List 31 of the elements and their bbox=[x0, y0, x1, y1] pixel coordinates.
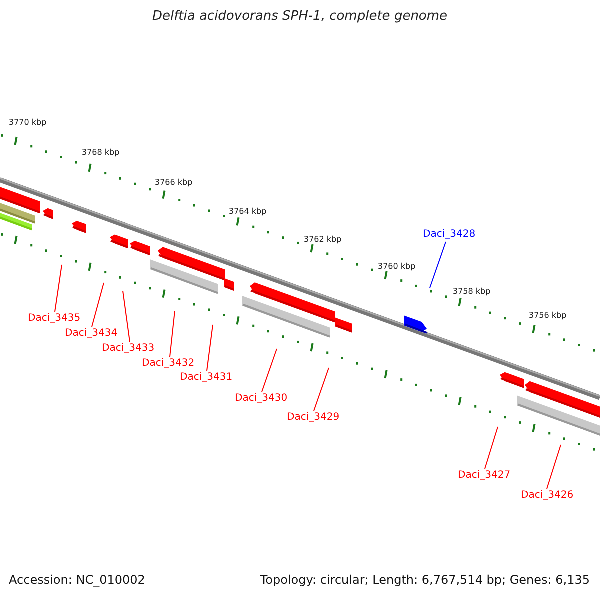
genome-summary-text: Topology: circular; Length: 6,767,514 bp; Genes: 6,135 bbox=[260, 573, 590, 587]
scale-label: 3756 kbp bbox=[529, 310, 567, 322]
accession-text: Accession: NC_010002 bbox=[9, 573, 146, 587]
leader-line bbox=[170, 310, 176, 358]
gene-label: Daci_3434 bbox=[65, 327, 118, 341]
gene-label: Daci_3431 bbox=[180, 371, 233, 385]
gene-label: Daci_3426 bbox=[521, 489, 574, 503]
leader-line bbox=[92, 282, 104, 328]
gene-label: Daci_3435 bbox=[28, 312, 81, 326]
gene-label: Daci_3427 bbox=[458, 469, 511, 483]
leader-line bbox=[54, 264, 62, 312]
leader-line bbox=[314, 368, 330, 412]
gene-label: Daci_3428 bbox=[423, 228, 476, 242]
leader-line bbox=[206, 324, 214, 372]
leader-line bbox=[262, 348, 278, 392]
leader-line bbox=[546, 444, 562, 490]
gene-label: Daci_3433 bbox=[102, 342, 155, 356]
gene-label: Daci_3432 bbox=[142, 357, 195, 371]
leader-line bbox=[122, 290, 130, 342]
title: Delftia acidovorans SPH-1, complete genome bbox=[151, 10, 449, 24]
scale-label: 3760 kbp bbox=[378, 261, 416, 273]
scale-label: 3766 kbp bbox=[155, 177, 193, 189]
gene-label: Daci_3429 bbox=[287, 411, 340, 425]
leader-line bbox=[484, 426, 498, 470]
scale-label: 3758 kbp bbox=[453, 286, 491, 298]
scale-label: 3764 kbp bbox=[229, 206, 267, 218]
scale-label: 3770 kbp bbox=[9, 117, 47, 129]
scale-label: 3768 kbp bbox=[82, 147, 120, 159]
leader-line bbox=[430, 242, 446, 288]
scale-label: 3762 kbp bbox=[304, 234, 342, 246]
gene-label: Daci_3430 bbox=[235, 392, 288, 406]
